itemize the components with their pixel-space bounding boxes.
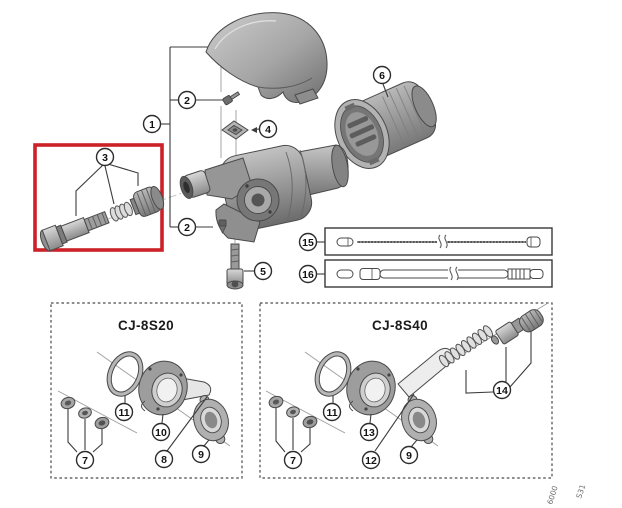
part-adjuster-set: [438, 309, 544, 368]
svg-text:7: 7: [290, 455, 296, 467]
svg-text:7: 7: [82, 455, 88, 467]
cj8s20-border: [50, 302, 243, 479]
bracket-3: [75, 163, 139, 216]
callout-11-right: 11: [322, 402, 342, 422]
callout-9-right: 9: [399, 445, 419, 465]
svg-text:9: 9: [198, 449, 204, 461]
callout-7-right: 7: [283, 450, 303, 470]
watermark-right: S31: [574, 483, 587, 500]
callout-3: 3: [95, 147, 115, 167]
callout-12: 12: [361, 450, 381, 470]
callout-15: 15: [298, 232, 318, 252]
svg-text:16: 16: [302, 269, 314, 281]
svg-text:6: 6: [379, 70, 385, 82]
svg-text:11: 11: [326, 407, 337, 419]
callout-2-lower: 2: [177, 217, 197, 237]
part-screw-lower: [218, 219, 227, 234]
cj8s40-title: CJ-8S40: [372, 318, 428, 333]
part-washer: [78, 407, 92, 419]
part-joint-bracket: [193, 395, 229, 445]
part-fixing-bolt: [268, 395, 284, 409]
svg-text:2: 2: [184, 222, 190, 234]
callout-10: 10: [151, 422, 171, 442]
part-adjuster-assembly: [39, 186, 165, 252]
callout-brackets: [161, 46, 226, 228]
callout-1: 1: [142, 114, 162, 134]
cable-box-16: [324, 259, 553, 288]
part-spring: [109, 201, 133, 222]
svg-text:3: 3: [102, 152, 108, 164]
part-nut: [94, 416, 110, 430]
part-shifter-body: [179, 144, 349, 243]
part-indicator-plate: [221, 120, 249, 140]
callout-2-upper: 2: [177, 90, 197, 110]
svg-text:12: 12: [365, 455, 377, 467]
svg-text:13: 13: [363, 427, 375, 439]
leader-lines-main: [244, 83, 389, 275]
svg-text:1: 1: [149, 119, 155, 131]
part-washer: [286, 406, 300, 418]
svg-text:14: 14: [496, 385, 508, 397]
cable-box-15: [324, 227, 553, 256]
svg-text:11: 11: [118, 407, 129, 419]
callout-4: 4: [258, 119, 278, 139]
callout-9-left: 9: [191, 444, 211, 464]
watermark-left: 6000: [545, 484, 560, 505]
group-cj8s40: CJ-8S40: [259, 302, 553, 479]
part-nut: [302, 415, 318, 429]
part-clamp-bolt: [226, 243, 244, 290]
callout-14: 14: [492, 380, 512, 400]
cj8s40-border: [259, 302, 553, 479]
svg-text:2: 2: [184, 95, 190, 107]
svg-text:5: 5: [260, 266, 266, 278]
part-joint-unit-8s20: [138, 360, 212, 416]
callout-6: 6: [372, 65, 392, 85]
callout-7-left: 7: [75, 450, 95, 470]
svg-text:15: 15: [302, 237, 314, 249]
part-screw-upper: [222, 91, 241, 106]
callout-13: 13: [359, 422, 379, 442]
callout-16: 16: [298, 264, 318, 284]
svg-text:8: 8: [161, 454, 167, 466]
svg-text:10: 10: [155, 427, 167, 439]
callout-5: 5: [253, 261, 273, 281]
part-snap-ring: [314, 351, 352, 397]
cj8s20-title: CJ-8S20: [118, 318, 174, 333]
callout-11-left: 11: [114, 402, 134, 422]
callout-8: 8: [154, 449, 174, 469]
group-cj8s20: CJ-8S20: [50, 302, 243, 479]
part-joint-unit-8s40: [346, 347, 454, 416]
svg-text:4: 4: [265, 124, 271, 136]
part-fixing-bolt: [60, 396, 76, 410]
part-grip-cone: [334, 81, 437, 169]
svg-text:9: 9: [406, 450, 412, 462]
cover-screw-tab: [294, 88, 319, 105]
part-joint-bracket: [401, 395, 437, 445]
part-upper-cover: [205, 12, 328, 105]
